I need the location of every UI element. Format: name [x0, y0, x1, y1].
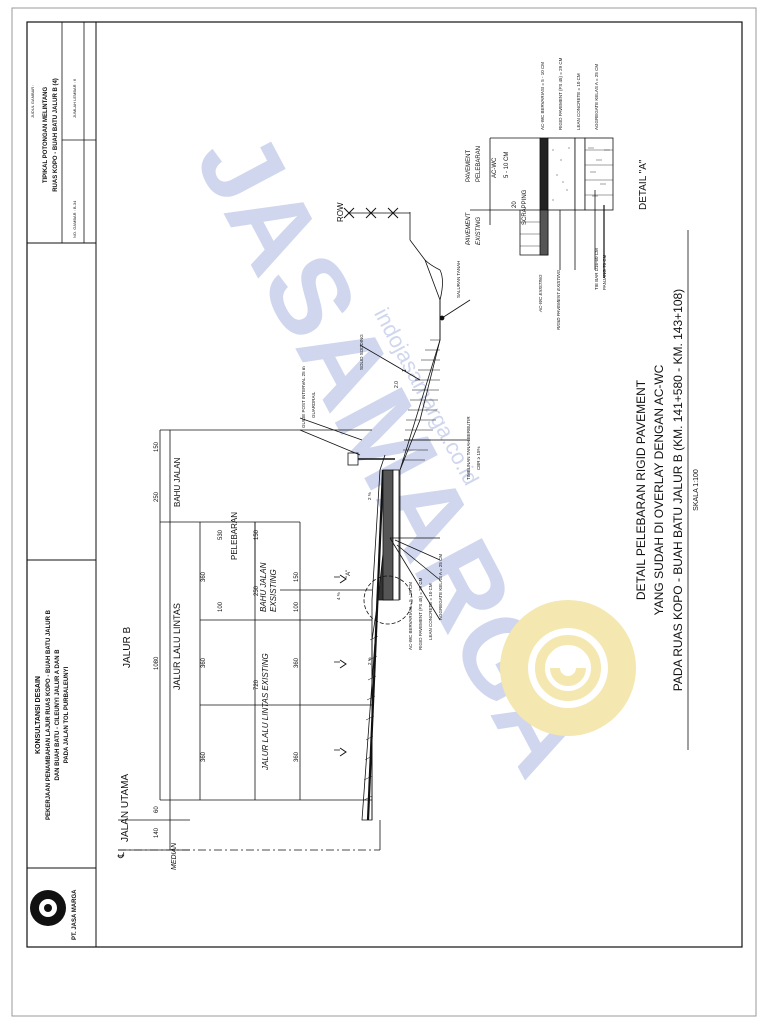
detail-pavement-existing-2: EXISTING: [476, 217, 482, 245]
annot-detail-a: "A": [346, 570, 352, 578]
detail-acwc: AC-WC: [492, 157, 498, 178]
section-labels: JALAN UTAMA JALUR B JALUR LALU LINTAS BA…: [116, 202, 481, 870]
label-pelebaran: PELEBARAN: [230, 512, 239, 560]
dim-100-b: 100: [294, 601, 300, 612]
project-line-3: PADA JALAN TOL PURBALEUNYI: [64, 666, 70, 763]
drawing-title-2: RUAS KOPO - BUAH BATU JALUR B (4): [53, 78, 59, 192]
main-title-line-3: PADA RUAS KOPO - BUAH BATU JALUR B (KM. …: [671, 289, 685, 691]
annot-pct-2b: 2 %: [367, 657, 372, 665]
label-median: MEDIAN: [171, 842, 178, 870]
dim-250-b: 250: [254, 585, 260, 596]
dim-360-b: 360: [201, 657, 207, 668]
project-line-2: DAN BUAH BATU - CILEUNYI JALUR A DAN B: [55, 649, 61, 781]
detail-scrapping-20: 20: [512, 201, 518, 208]
dim-530: 530: [218, 529, 224, 540]
annot-guardrail: GUARDRAIL: [311, 391, 316, 418]
dim-150: 150: [154, 441, 160, 452]
main-title-scale: SKALA 1:100: [693, 469, 700, 511]
sheet-count: JUMLAH LEMBAR : 6: [72, 78, 77, 118]
detail-pavement-existing-1: PAVEMENT: [466, 211, 472, 245]
annot-saluran: SALURAN TANAH: [456, 261, 461, 298]
detail-layer-4: AGGREGATE KELAS A = 25 CM: [594, 64, 599, 130]
detail-acwc-existing: AC-WC EXISTING: [538, 274, 543, 313]
dim-360-a: 360: [201, 751, 207, 762]
detail-layer-1: AC-WC BERVARIASI = 5 - 10 CM: [540, 62, 545, 130]
main-title-line-1: DETAIL PELEBARAN RIGID PAVEMENT: [634, 379, 648, 600]
project-line-1: PEKERJAAN PENAMBAHAN LAJUR RUAS KOPO - B…: [46, 609, 52, 820]
annot-slope-1: 1: [402, 369, 408, 372]
label-jalur-lalu-lintas: JALUR LALU LINTAS: [172, 603, 182, 690]
detail-pavement-pelebaran-2: PELEBARAN: [476, 146, 482, 182]
annot-solid-sodding: SOLID SODDING: [359, 334, 364, 370]
annot-timbunan: TIMBUNAN TANAH BERBUTIR: [466, 416, 471, 480]
detail-acwc-range: 5 - 10 CM: [504, 152, 510, 178]
dim-720: 720: [254, 679, 260, 690]
main-title-line-2: YANG SUDAH DI OVERLAY DENGAN AC-WC: [652, 364, 666, 615]
detail-a-labels: DETAIL "A" PAVEMENT PELEBARAN AC-WC 5 - …: [466, 57, 649, 330]
layer-4: AGGREGATE KELAS A = 25 CM: [438, 554, 443, 620]
dim-360-d: 360: [294, 751, 300, 762]
dim-250: 250: [154, 491, 160, 502]
dim-140: 140: [154, 827, 160, 838]
drawing-number: NO. GAMBAR : B-34: [72, 200, 77, 238]
detail-layer-2: RIGID PAVEMENT (FS 45) = 29 CM: [558, 57, 563, 130]
detail-a: [470, 137, 614, 278]
company-name: PT. JASA MARGA: [72, 889, 78, 940]
layer-2: RIGID PAVEMENT (FS 45) = 29 CM: [418, 577, 423, 650]
dim-360-e: 360: [294, 657, 300, 668]
dim-360-c: 360: [201, 571, 207, 582]
label-jalan-utama: JALAN UTAMA: [120, 774, 131, 842]
detail-rigid-existing: RIGID PAVEMENT EXISTING: [556, 269, 561, 330]
detail-layer-3: LEAN CONCRETE = 10 CM: [576, 73, 581, 130]
consultant-label: KONSULTANSI DESAIN: [35, 676, 42, 754]
label-jalur-b: JALUR B: [122, 627, 133, 668]
annot-pct-2a: 2 %: [367, 492, 372, 500]
dim-1080: 1080: [154, 656, 160, 670]
dim-60: 60: [154, 806, 160, 813]
dim-150-c: 150: [294, 571, 300, 582]
detail-tie-bar-2: PANJANG 70 CM: [602, 254, 607, 290]
title-block: PT. JASA MARGA KONSULTANSI DESAIN PEKERJ…: [27, 22, 97, 947]
detail-tie-bar-1: TIE BAR D16-60 CM: [594, 248, 599, 290]
main-title: DETAIL PELEBARAN RIGID PAVEMENT YANG SUD…: [634, 230, 700, 750]
drawing-frame: [26, 21, 743, 948]
drawing-title-label: JUDUL GAMBAR :: [30, 85, 35, 118]
annot-guide-post: GUIDE POST INTERVAL 25 m: [301, 366, 306, 428]
label-bahu-existing-2: EXSISTING: [269, 569, 278, 612]
label-bahu-jalan: BAHU JALAN: [173, 457, 182, 507]
annot-pct-4: 4 %: [336, 592, 341, 600]
page-border: [11, 7, 757, 1017]
dim-150-b: 150: [254, 529, 260, 540]
label-jalur-existing: JALUR LALU LINTAS EXISTING: [261, 653, 270, 771]
layer-1: AC-WC BERVARIASI = 5 - 10 CM: [408, 582, 413, 650]
drawing-title-1: TIPIKAL POTONGAN MELINTANG: [43, 87, 49, 184]
label-row: ROW: [336, 202, 345, 222]
label-bahu-existing-1: BAHU JALAN: [259, 562, 268, 612]
dim-100: 100: [218, 601, 224, 612]
layer-3: LEAN CONCRETE = 10 CM: [428, 583, 433, 640]
detail-pavement-pelebaran-1: PAVEMENT: [466, 150, 472, 182]
detail-scrapping: SCRAPPING: [522, 189, 528, 225]
annot-slope: 2.0: [394, 381, 400, 388]
annot-cbr: CBR ≥ 15%: [476, 447, 481, 470]
centerline-mark: ℄: [116, 852, 126, 859]
cross-section: [118, 207, 471, 851]
detail-a-title: DETAIL "A": [638, 159, 649, 210]
